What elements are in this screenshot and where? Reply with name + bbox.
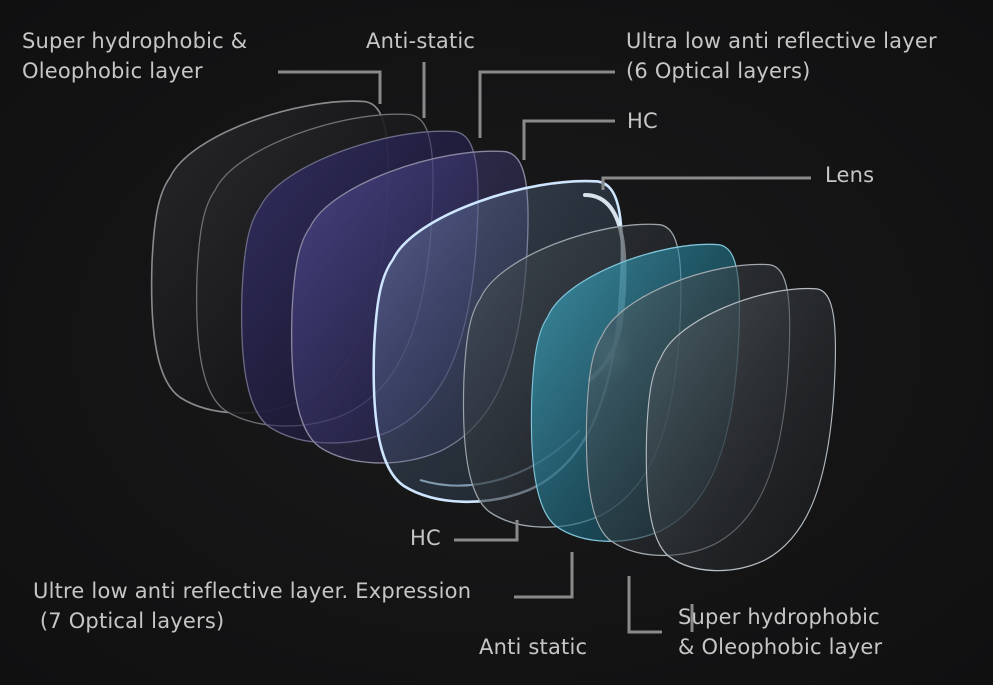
leader-ultre-low-bottom (514, 552, 574, 599)
leader-lens (601, 176, 811, 190)
leader-ultra-low-top (478, 70, 615, 138)
label-super-hydrophobic-bottom: Super hydrophobic & Oleophobic layer (678, 602, 882, 662)
label-lens: Lens (825, 160, 874, 190)
label-ultra-low-ar-top: Ultra low anti reflective layer (6 Optic… (626, 26, 937, 86)
label-super-hydrophobic-top: Super hydrophobic & Oleophobic layer (22, 26, 247, 86)
label-line: & Oleophobic layer (678, 635, 883, 659)
label-line: (7 Optical layers) (33, 609, 225, 633)
label-line: Anti static (479, 635, 588, 659)
label-line: Super hydrophobic & (22, 29, 248, 53)
label-line: HC (627, 109, 658, 133)
leader-lines (278, 62, 811, 634)
label-anti-static-top: Anti-static (366, 26, 475, 56)
label-line: Super hydrophobic (678, 605, 880, 629)
label-line: Lens (825, 163, 875, 187)
leader-hc-top (522, 119, 615, 160)
label-ultre-low-ar-bottom: Ultre low anti reflective layer. Express… (33, 576, 471, 636)
label-line: HC (410, 526, 441, 550)
leader-top-left (278, 70, 382, 104)
label-line: Anti-static (366, 29, 476, 53)
label-anti-static-bottom: Anti static (479, 632, 587, 662)
label-hc-top: HC (627, 106, 658, 136)
label-line: Ultre low anti reflective layer. Express… (33, 579, 472, 603)
label-line: (6 Optical layers) (626, 59, 811, 83)
leader-anti-static-bottom (627, 576, 662, 634)
label-line: Ultra low anti reflective layer (626, 29, 937, 53)
label-hc-bottom: HC (410, 523, 441, 553)
leader-hc-bottom (454, 520, 519, 542)
label-line: Oleophobic layer (22, 59, 203, 83)
